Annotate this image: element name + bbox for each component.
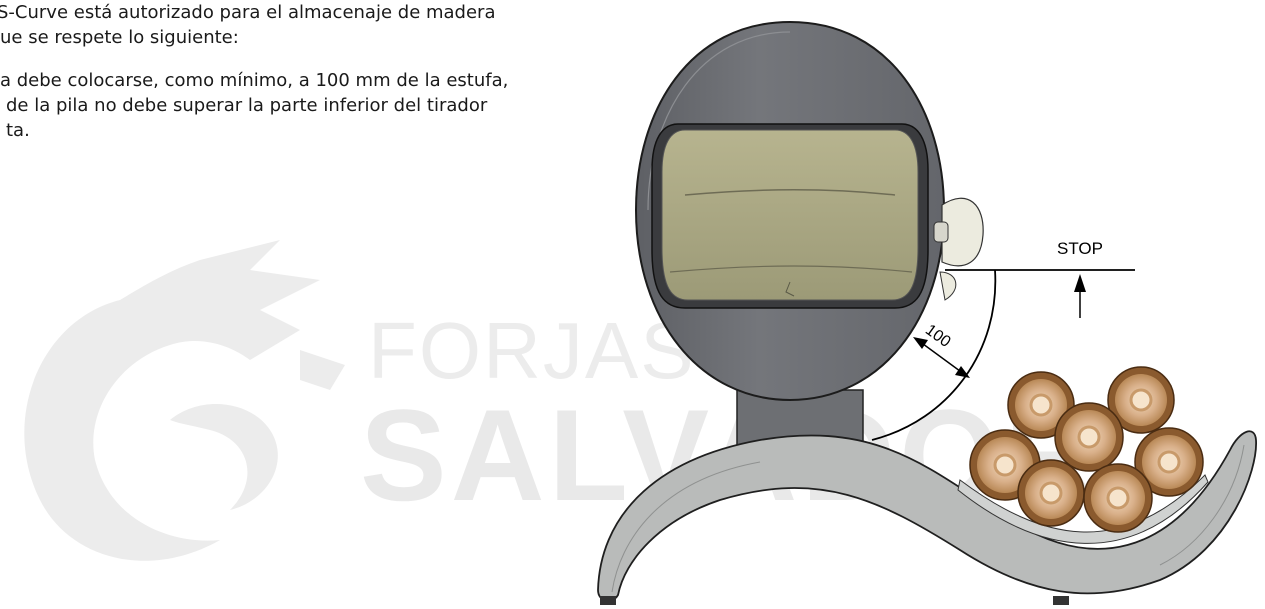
dimension-arrow-head [955,366,970,378]
instruction-line: ta. [6,120,30,141]
log [1083,463,1153,533]
stop-label: STOP [1057,239,1103,258]
dimension-arrow [918,340,965,375]
base-foot [1053,596,1069,605]
instruction-line: a debe colocarse, como mínimo, a 100 mm … [0,70,509,91]
base-foot [600,596,616,605]
door-handle [933,197,984,301]
watermark: FORJAS SALVADOR [24,240,1098,561]
instruction-text: S-Curve está autorizado para el almacena… [0,0,600,143]
clearance-arc [871,269,997,441]
log [1134,427,1204,497]
log [1017,459,1085,527]
stove-door-glass [651,123,929,309]
firewood-stack [969,366,1204,533]
dimension-arrow-head [913,337,928,349]
stop-arrow-head [1074,274,1086,292]
log [1054,402,1124,472]
instruction-line: de la pila no debe superar la parte infe… [6,95,488,116]
log [1007,371,1075,439]
instruction-line: S-Curve está autorizado para el almacena… [0,2,496,23]
instruction-line: ue se respete lo siguiente: [0,27,239,48]
log [1107,366,1175,434]
watermark-text-top: FORJAS [368,306,696,395]
s-curve-base [597,430,1257,605]
dragon-logo [24,240,345,561]
